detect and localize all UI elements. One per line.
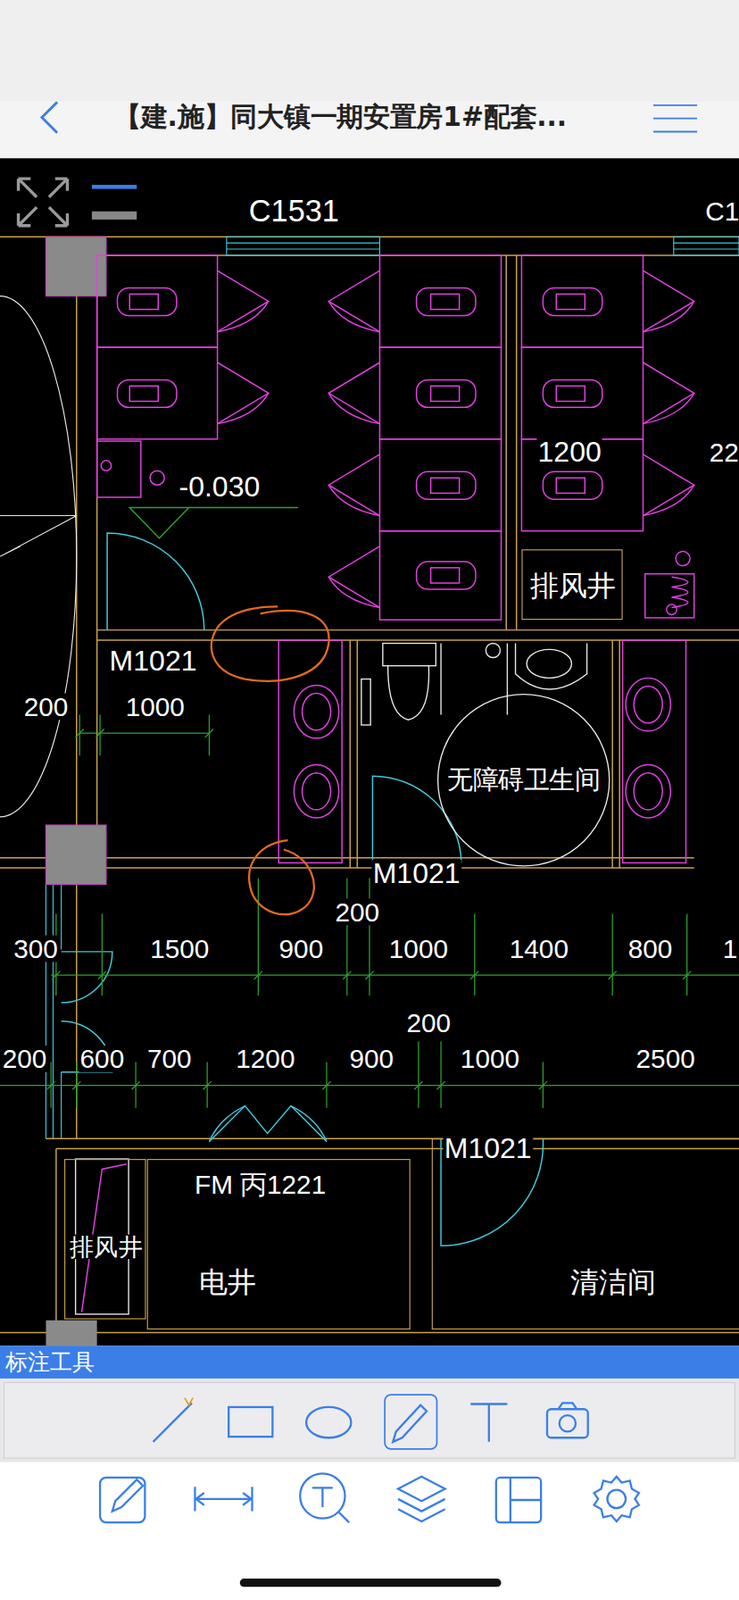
drawing-annotation: 200 [0, 1045, 48, 1072]
drawing-annotation: M1021 [107, 647, 198, 676]
drawing-annotation: 600 [78, 1045, 125, 1072]
drawing-annotation: 1000 [124, 693, 186, 721]
drawing-annotation: 1400 [508, 935, 570, 963]
drawing-annotation: 900 [348, 1045, 395, 1072]
drawing-annotation: FM 丙1221 [193, 1170, 327, 1198]
drawing-annotation: M1021 [443, 1134, 533, 1163]
room-name: 电井 [199, 1267, 257, 1296]
room-name: 清洁间 [570, 1267, 656, 1296]
drawing-annotation: 700 [146, 1045, 193, 1072]
drawing-annotation: 1200 [234, 1045, 296, 1072]
drawing-annotation: 1 [722, 935, 739, 963]
room-box: 排风井 [521, 548, 623, 620]
drawing-annotation: C1 [704, 198, 739, 225]
toolbar-band: 标注工具 [0, 1345, 739, 1379]
drawing-annotation: 200 [405, 1009, 452, 1037]
drawing-annotation: 800 [627, 935, 674, 963]
room-name: 标注工具 [5, 1350, 96, 1373]
room-name: 排风井 [69, 1234, 143, 1259]
drawing-annotation: 900 [277, 935, 324, 963]
drawing-annotation: 200 [23, 693, 70, 721]
drawing-annotation: 22 [708, 439, 739, 466]
room-name: 排风井 [530, 571, 616, 600]
turning-circle: 无障碍卫生间 [436, 693, 610, 867]
drawing-annotation: 2500 [634, 1045, 696, 1072]
room-box: 排风井 [64, 1158, 146, 1320]
drawing-annotation: 300 [12, 935, 59, 963]
drawing-annotation: M1021 [372, 859, 462, 889]
document-title: 【建.施】同大镇一期安置房1#配套... [114, 103, 567, 131]
drawing-annotation: 1000 [459, 1045, 521, 1072]
room-name: 无障碍卫生间 [447, 766, 601, 793]
drawing-annotation: 1000 [388, 935, 449, 963]
drawing-annotation: 200 [333, 897, 381, 925]
drawing-annotation: -0.030 [177, 473, 261, 502]
room-box: 清洁间 [431, 1137, 739, 1329]
drawing-annotation: 1200 [536, 438, 603, 467]
drawing-annotation: 1500 [149, 935, 210, 963]
drawing-annotation: C1531 [248, 196, 341, 227]
